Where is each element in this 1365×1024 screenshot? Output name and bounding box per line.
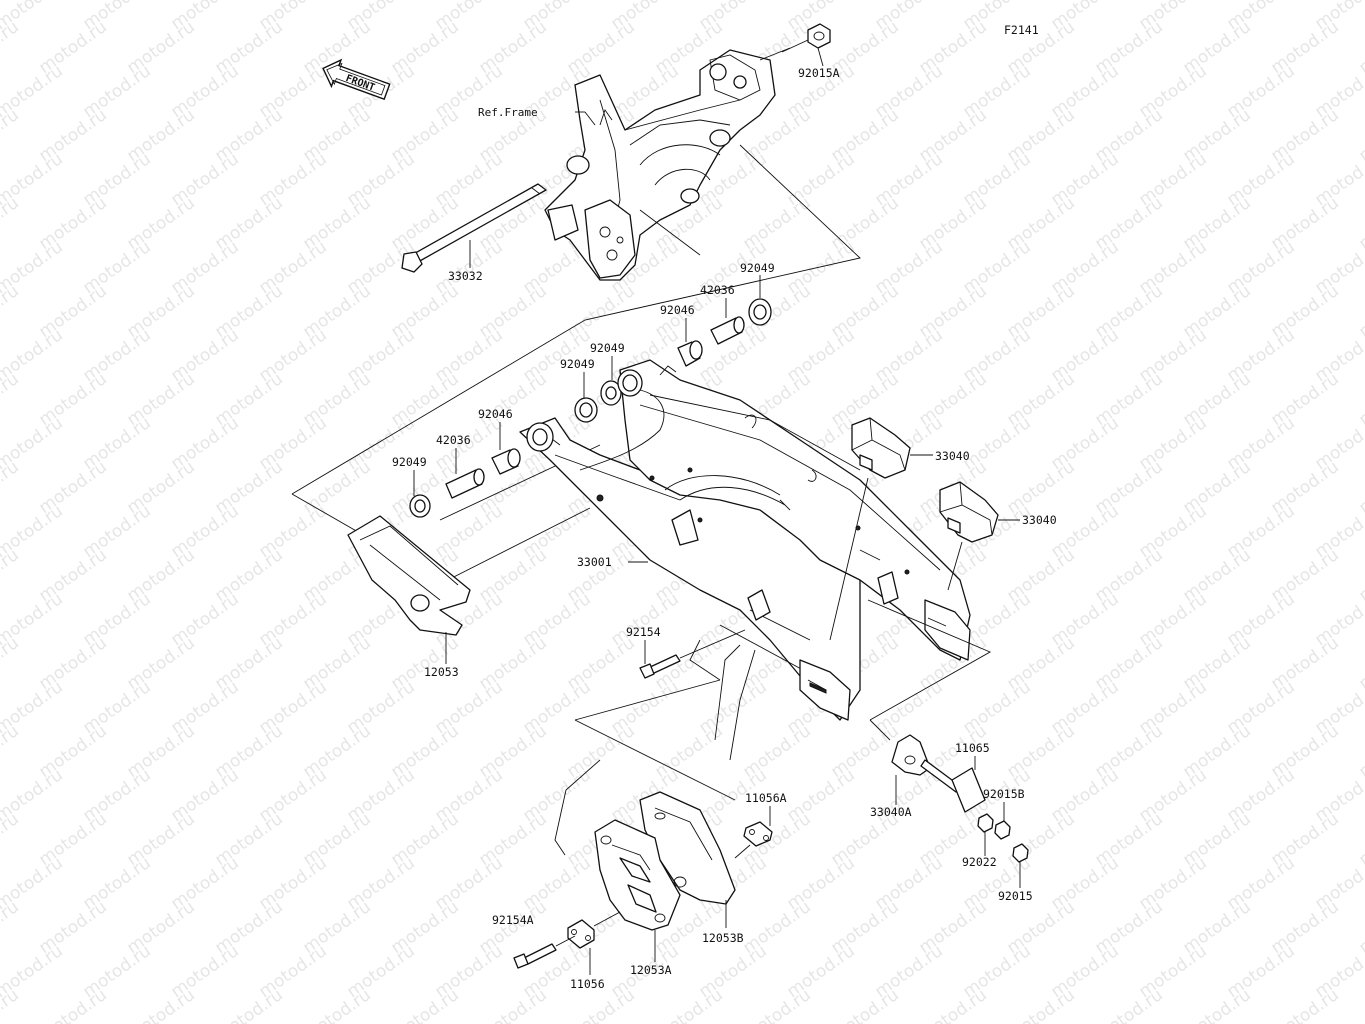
- pivot-bushings-left-drawing: [409, 380, 622, 518]
- label-12053[interactable]: 12053: [424, 665, 459, 679]
- plate-11056A-drawing: [734, 806, 773, 859]
- chain-adjuster-33040A-drawing: [891, 734, 931, 805]
- chain-adjuster-block-33040-a-drawing: [829, 417, 933, 641]
- label-33040-b[interactable]: 33040: [1022, 513, 1057, 527]
- nut-92022-drawing: [977, 813, 994, 856]
- watermark-text: motod.ru: [1091, 985, 1166, 1024]
- watermark-text: motod.ru: [0, 633, 23, 694]
- chain-guide-12053A-drawing: [594, 819, 727, 962]
- label-92046-b[interactable]: 92046: [478, 407, 513, 421]
- nut-92015-drawing: [1012, 843, 1029, 888]
- watermark-text: motod.ru: [35, 985, 110, 1024]
- label-92015B[interactable]: 92015B: [983, 787, 1025, 801]
- watermark-text: motod.ru: [0, 721, 23, 782]
- label-11065[interactable]: 11065: [955, 741, 990, 755]
- label-92049-d[interactable]: 92049: [392, 455, 427, 469]
- pivot-bushings-right-drawing: [677, 298, 772, 367]
- watermark-text: motod.ru: [1003, 985, 1078, 1024]
- leader-lines: [413, 111, 761, 664]
- watermark-text: motod.ru: [1355, 985, 1365, 1024]
- bolt-92154-drawing: [639, 629, 746, 679]
- label-33032[interactable]: 33032: [448, 269, 483, 283]
- adjusting-bolt-11065-drawing: [920, 756, 986, 813]
- label-12053B[interactable]: 12053B: [702, 931, 744, 945]
- label-33040-a[interactable]: 33040: [935, 449, 970, 463]
- label-92022[interactable]: 92022: [962, 855, 997, 869]
- nut-92015B-drawing: [994, 802, 1011, 840]
- chain-guide-projection-lines: [554, 639, 756, 856]
- watermark-text: motod.ru: [1179, 985, 1254, 1024]
- watermark-text: motod.ru: [915, 985, 990, 1024]
- label-92015A[interactable]: 92015A: [798, 66, 840, 80]
- pivot-shaft-33032-drawing: [401, 183, 547, 273]
- label-92046-a[interactable]: 92046: [660, 303, 695, 317]
- watermark-text: motod.ru: [0, 17, 23, 78]
- label-33040A[interactable]: 33040A: [870, 805, 912, 819]
- label-42036-a[interactable]: 42036: [700, 283, 735, 297]
- ref-frame-label: Ref.Frame: [478, 106, 538, 119]
- watermark-text: motod.ru: [475, 985, 550, 1024]
- watermark-text: motod.ru: [651, 985, 726, 1024]
- watermark-text: motod.ru: [1267, 985, 1342, 1024]
- watermark-text: motod.ru: [0, 105, 23, 166]
- watermark-text: motod.ru: [827, 985, 902, 1024]
- watermark-text: motod.ru: [211, 985, 286, 1024]
- watermark-text: motod.ru: [387, 985, 462, 1024]
- label-92015[interactable]: 92015: [998, 889, 1033, 903]
- watermark-text: motod.ru: [0, 281, 23, 342]
- label-11056[interactable]: 11056: [570, 977, 605, 991]
- watermark-text: motod.ru: [0, 897, 23, 958]
- nut-92015A-drawing: [781, 23, 831, 67]
- watermark-text: motod.ru: [0, 545, 23, 606]
- bolt-92154A-drawing: [513, 935, 576, 969]
- watermark-text: motod.ru: [0, 193, 23, 254]
- part-labels: Ref.Frame 92015A 33032 92049 42036 92046…: [392, 66, 1057, 991]
- label-92049-c[interactable]: 92049: [560, 357, 595, 371]
- watermark-text: motod.ru: [0, 457, 23, 518]
- plate-11056-drawing: [567, 911, 621, 975]
- diagram-code: F2141: [1004, 23, 1039, 37]
- watermark-text: motod.ru: [739, 985, 814, 1024]
- label-92049-a[interactable]: 92049: [740, 261, 775, 275]
- watermark-text: motod.ru: [299, 985, 374, 1024]
- watermark-text: motod.ru: [0, 809, 23, 870]
- label-11056A[interactable]: 11056A: [745, 791, 787, 805]
- label-42036-b[interactable]: 42036: [436, 433, 471, 447]
- frame-drawing: [544, 47, 791, 281]
- axle-adjuster-reference-box: [859, 549, 992, 741]
- swingarm-33001-drawing: [519, 359, 971, 721]
- watermark-text: motod.ru: [123, 985, 198, 1024]
- label-92154A[interactable]: 92154A: [492, 913, 534, 927]
- chain-slider-12053-drawing: [347, 515, 471, 664]
- label-33001[interactable]: 33001: [577, 555, 612, 569]
- chain-adjuster-block-33040-b-drawing: [939, 481, 1020, 591]
- label-92049-b[interactable]: 92049: [590, 341, 625, 355]
- watermark-text: motod.ru: [0, 369, 23, 430]
- watermark-text: motod.ru: [0, 985, 23, 1024]
- label-92154[interactable]: 92154: [626, 625, 661, 639]
- label-12053A[interactable]: 12053A: [630, 963, 672, 977]
